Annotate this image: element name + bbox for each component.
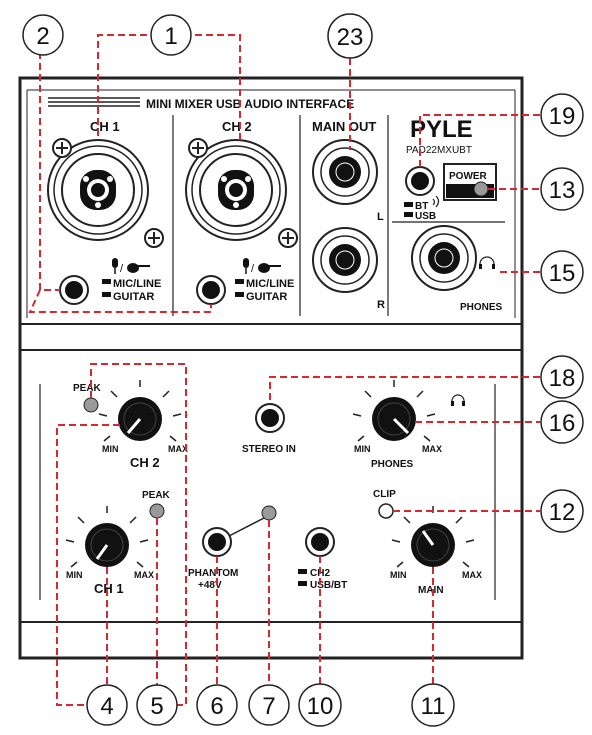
- callout-5: 5: [136, 684, 178, 726]
- phones-volume-knob[interactable]: [352, 380, 436, 442]
- ch2-min-label: MIN: [102, 444, 119, 454]
- device-title: MINI MIXER USB AUDIO INTERFACE: [146, 97, 354, 111]
- main-out-right-jack[interactable]: [312, 227, 378, 293]
- ch1-mic-guitar-switch[interactable]: [59, 275, 89, 305]
- svg-text:/: /: [120, 263, 124, 275]
- ch2-gain-knob[interactable]: [98, 380, 182, 442]
- main-label: MAIN: [418, 585, 444, 596]
- callout-6: 6: [196, 684, 238, 726]
- power-label: POWER: [449, 171, 488, 182]
- callout-19-number: 19: [549, 103, 576, 130]
- ch2-front-label: CH 2: [130, 455, 160, 470]
- callout-10: 10: [298, 683, 342, 727]
- bluetooth-wave-icon: [432, 195, 440, 208]
- ch2-screw-top-icon: [188, 138, 208, 158]
- headphones-icon: [479, 256, 495, 269]
- bt-label: BT: [415, 201, 428, 212]
- phantom-voltage-label: +48V: [198, 580, 222, 591]
- callout-5-number: 5: [150, 693, 163, 720]
- ch1-screw-top-icon: [52, 138, 72, 158]
- ch1-gain-knob[interactable]: [65, 506, 149, 568]
- phones-front-label: PHONES: [371, 459, 414, 470]
- ch1-top-label: CH 1: [90, 119, 120, 134]
- callout-1-number: 1: [164, 23, 177, 50]
- ch1-peak-led: [149, 503, 165, 519]
- main-volume-knob[interactable]: [391, 506, 475, 568]
- clip-label: CLIP: [373, 489, 396, 500]
- ch2-screw-bottom-icon: [278, 228, 298, 248]
- callout-2: 2: [22, 14, 64, 56]
- callout-15: 15: [540, 250, 584, 294]
- power-button[interactable]: [443, 163, 497, 201]
- callout-15-number: 15: [549, 260, 576, 287]
- usb-label: USB: [415, 211, 436, 222]
- callout-1: 1: [150, 14, 192, 56]
- ch1-mic-guitar-icon: /: [112, 258, 150, 275]
- main-min-label: MIN: [390, 570, 407, 580]
- callout-18: 18: [540, 355, 584, 399]
- callout-2-number: 2: [36, 23, 49, 50]
- phones-top-label: PHONES: [460, 302, 503, 313]
- callout-7: 7: [248, 684, 290, 726]
- phantom-led: [261, 505, 277, 521]
- callout-11-number: 11: [421, 693, 446, 720]
- ch2-mic-guitar-switch[interactable]: [196, 275, 226, 305]
- callout-16: 16: [540, 400, 584, 444]
- callout-19: 19: [540, 93, 584, 137]
- phones-max-label: MAX: [422, 444, 442, 454]
- callout-16-number: 16: [549, 410, 576, 437]
- callout-13-number: 13: [549, 177, 576, 204]
- ch1-guitar-label: GUITAR: [113, 291, 154, 303]
- ch1-front-label: CH 1: [94, 581, 124, 596]
- callout-4: 4: [86, 684, 128, 726]
- source-select-switch[interactable]: [305, 527, 335, 557]
- callout-11: 11: [411, 683, 455, 727]
- model-label: PAD22MXUBT: [406, 145, 472, 156]
- phantom-link-line: [228, 517, 265, 537]
- callout-10-number: 10: [307, 693, 334, 720]
- ch2-mic-line-label: MIC/LINE: [246, 278, 294, 290]
- leader-lines: [28, 34, 540, 706]
- main-out-r-label: R: [377, 299, 385, 311]
- callout-7-number: 7: [262, 693, 275, 720]
- ch2-mic-guitar-icon: /: [243, 258, 281, 275]
- ch2-guitar-label: GUITAR: [246, 291, 287, 303]
- phones-jack[interactable]: [411, 225, 477, 291]
- ch1-combo-jack[interactable]: [47, 139, 149, 241]
- callout-23: 23: [327, 13, 373, 59]
- stereo-in-jack[interactable]: [255, 403, 285, 433]
- ch1-screw-bottom-icon: [144, 228, 164, 248]
- callout-4-number: 4: [100, 693, 113, 720]
- callout-23-number: 23: [337, 24, 364, 51]
- ch2-top-label: CH 2: [222, 119, 252, 134]
- ch2-max-label: MAX: [168, 444, 188, 454]
- ch2-peak-label: PEAK: [73, 383, 102, 394]
- ch2-combo-jack[interactable]: [185, 139, 287, 241]
- phones-headphone-icon: [451, 394, 465, 406]
- main-out-left-jack[interactable]: [312, 139, 378, 205]
- source-usb-bt-label: USB/BT: [310, 580, 347, 591]
- callout-12: 12: [540, 489, 584, 533]
- stereo-in-label: STEREO IN: [242, 444, 296, 455]
- callout-13: 13: [540, 167, 584, 211]
- callout-6-number: 6: [210, 693, 223, 720]
- phantom-label: PHANTOM: [188, 568, 238, 579]
- callout-18-number: 18: [549, 365, 576, 392]
- ch1-peak-label: PEAK: [142, 490, 171, 501]
- main-max-label: MAX: [462, 570, 482, 580]
- ch1-min-label: MIN: [66, 570, 83, 580]
- ch1-max-label: MAX: [134, 570, 154, 580]
- phantom-power-button[interactable]: [202, 527, 232, 557]
- title-rule: [48, 97, 140, 107]
- callout-12-number: 12: [549, 499, 576, 526]
- bt-usb-switch[interactable]: [405, 166, 435, 196]
- clip-led: [378, 503, 394, 519]
- main-out-l-label: L: [377, 211, 384, 223]
- ch2-peak-led: [83, 397, 99, 413]
- ch1-mic-line-label: MIC/LINE: [113, 278, 161, 290]
- main-out-label: MAIN OUT: [312, 119, 376, 134]
- svg-text:/: /: [251, 263, 255, 275]
- phones-min-label: MIN: [354, 444, 371, 454]
